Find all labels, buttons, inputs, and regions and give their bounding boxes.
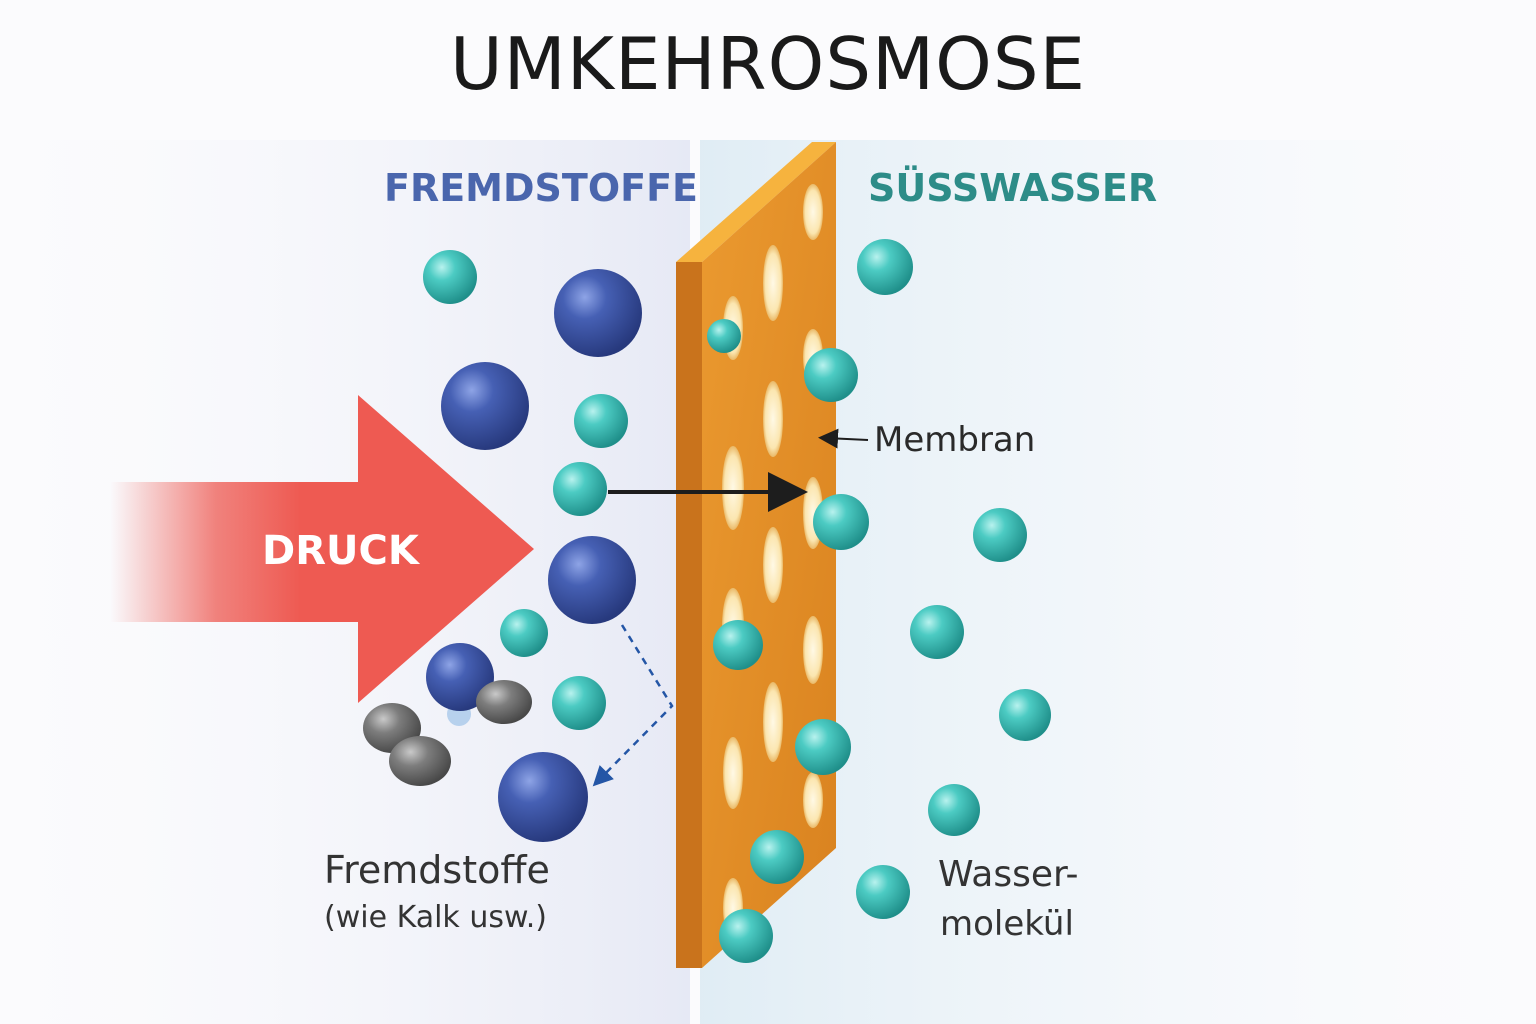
water-molecule xyxy=(999,689,1051,741)
water-molecule xyxy=(713,620,763,670)
impurities-sublabel: (wie Kalk usw.) xyxy=(324,900,548,935)
pressure-label: DRUCK xyxy=(262,528,419,574)
impurity-molecule xyxy=(441,362,529,450)
water-molecule xyxy=(928,784,980,836)
membrane-top-edge xyxy=(676,142,836,262)
membrane-label: Membran xyxy=(874,420,1036,460)
impurity-molecule xyxy=(548,536,636,624)
left-chamber-heading: FREMDSTOFFE xyxy=(384,166,699,210)
water-molecule-label-line2: molekül xyxy=(940,904,1074,944)
pressure-arrow xyxy=(110,395,534,703)
water-molecule xyxy=(973,508,1027,562)
water-molecule xyxy=(500,609,548,657)
right-chamber-heading: SÜSSWASSER xyxy=(868,166,1158,210)
impurity-molecule xyxy=(498,752,588,842)
water-molecule xyxy=(707,319,741,353)
right-chamber-background xyxy=(700,140,1536,1024)
limescale-particle xyxy=(389,736,451,786)
water-molecule xyxy=(574,394,628,448)
water-molecule xyxy=(423,250,477,304)
water-molecule xyxy=(553,462,607,516)
water-molecule xyxy=(910,605,964,659)
water-molecule-label-line1: Wasser- xyxy=(938,854,1079,895)
membrane xyxy=(676,142,869,968)
membrane-pointer-arrow xyxy=(818,428,869,449)
water-molecule xyxy=(719,909,773,963)
water-molecule xyxy=(804,348,858,402)
impurities-label: Fremdstoffe xyxy=(324,848,550,892)
water-molecule xyxy=(856,865,910,919)
water-molecule xyxy=(795,719,851,775)
rejection-path-arrow xyxy=(592,624,674,787)
impurity-molecule xyxy=(554,269,642,357)
water-molecule xyxy=(552,676,606,730)
limescale-particle xyxy=(476,680,532,724)
water-molecule xyxy=(813,494,869,550)
water-molecule xyxy=(857,239,913,295)
membrane-side xyxy=(676,262,702,968)
impurity-molecule xyxy=(426,643,494,711)
page-title: UMKEHROSMOSE xyxy=(449,22,1087,106)
water-molecule xyxy=(750,830,804,884)
